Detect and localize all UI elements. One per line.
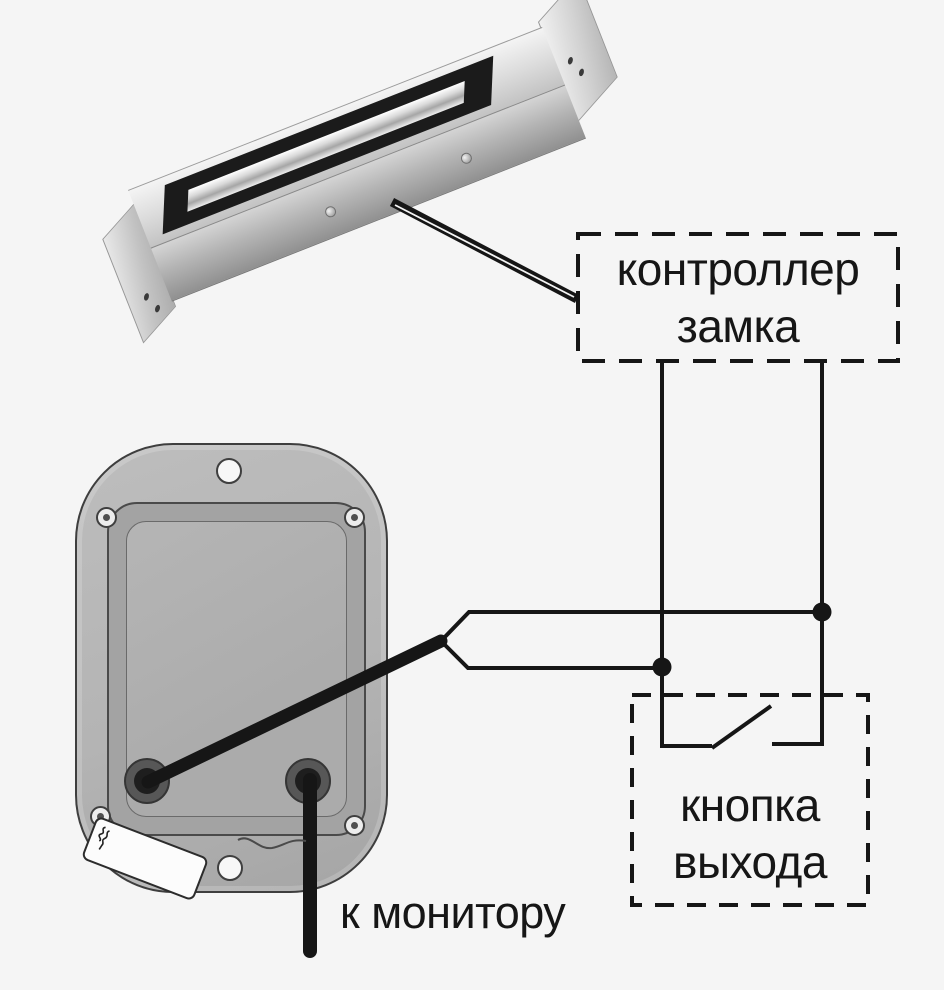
screw-hole-icon — [578, 67, 585, 78]
cable-terminal-left — [124, 758, 170, 804]
wire-fork-top — [439, 610, 822, 643]
controller-label: контроллер замка — [578, 234, 898, 361]
wire-right-drop — [772, 361, 824, 746]
mount-hole-icon — [217, 855, 243, 881]
to-monitor-label: к монитору — [340, 887, 566, 938]
sticker-handwriting-icon — [98, 826, 110, 850]
junction-dot — [652, 657, 672, 677]
screw-hole-icon — [154, 303, 161, 314]
exit-button-label: кнопка выхода — [632, 695, 868, 905]
controller-label-line1: контроллер — [616, 242, 860, 295]
maglock-cable-stripe — [394, 204, 575, 298]
label-sticker — [80, 815, 210, 902]
screw-icon — [459, 151, 474, 166]
junction-dot — [812, 602, 832, 622]
screw-icon — [344, 815, 365, 836]
screw-icon — [323, 204, 338, 219]
screw-icon — [96, 507, 117, 528]
screw-hole-icon — [143, 291, 150, 303]
exit-button-label-line1: кнопка — [680, 779, 820, 831]
screw-hole-icon — [567, 55, 574, 67]
cable-terminal-right — [285, 758, 331, 804]
mount-hole-icon — [216, 458, 242, 484]
wire-left-drop — [660, 361, 712, 748]
screw-icon — [344, 507, 365, 528]
exit-button-label-line2: выхода — [673, 836, 827, 888]
wire-fork-bottom — [439, 639, 662, 670]
controller-label-line2: замка — [676, 299, 800, 352]
intercom-back-panel — [75, 443, 388, 902]
maglock-photo — [102, 0, 618, 344]
maglock-cable — [389, 198, 580, 303]
